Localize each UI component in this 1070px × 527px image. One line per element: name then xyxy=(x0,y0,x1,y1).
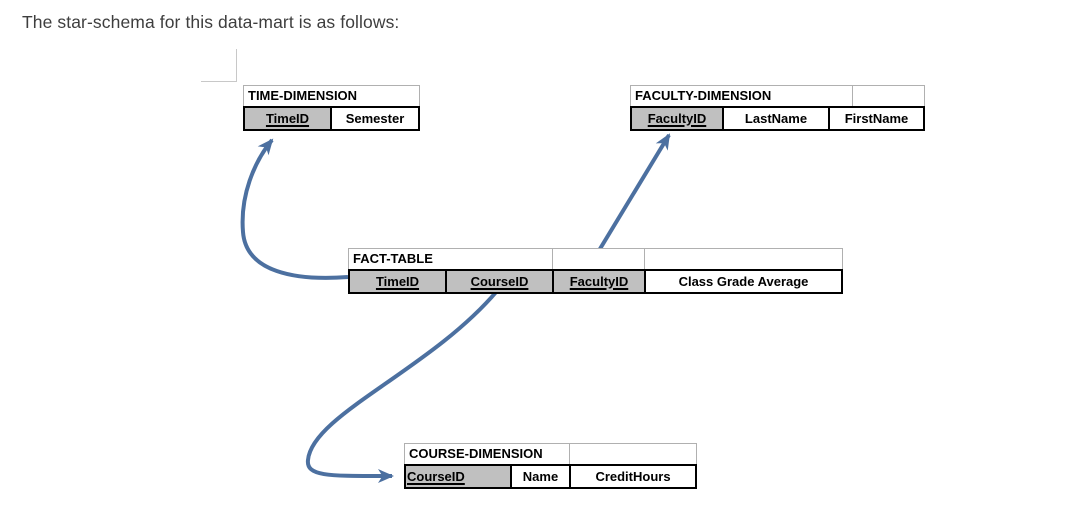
empty-cell xyxy=(570,443,697,464)
column-lastname: LastName xyxy=(722,108,828,129)
column-class-grade-average: Class Grade Average xyxy=(644,271,841,292)
table-attribute-row: TimeID CourseID FacultyID Class Grade Av… xyxy=(348,269,843,294)
column-courseid: CourseID xyxy=(445,271,552,292)
table-attribute-row: CourseID Name CreditHours xyxy=(404,464,697,489)
table-title-row: TIME-DIMENSION xyxy=(243,85,420,106)
empty-cell xyxy=(553,248,645,269)
table-title-row: COURSE-DIMENSION xyxy=(404,443,697,464)
column-firstname: FirstName xyxy=(828,108,923,129)
table-attribute-row: FacultyID LastName FirstName xyxy=(630,106,925,131)
fact-table: FACT-TABLE TimeID CourseID FacultyID Cla… xyxy=(348,248,843,294)
table-title: TIME-DIMENSION xyxy=(243,85,420,106)
table-title: COURSE-DIMENSION xyxy=(404,443,570,464)
table-attribute-row: TimeID Semester xyxy=(243,106,420,131)
column-facultyid: FacultyID xyxy=(632,108,722,129)
column-courseid: CourseID xyxy=(406,466,510,487)
table-title-row: FACT-TABLE xyxy=(348,248,843,269)
column-timeid: TimeID xyxy=(350,271,445,292)
column-facultyid: FacultyID xyxy=(552,271,644,292)
table-title-row: FACULTY-DIMENSION xyxy=(630,85,925,106)
table-title: FACULTY-DIMENSION xyxy=(630,85,853,106)
column-timeid: TimeID xyxy=(245,108,330,129)
time-dimension-table: TIME-DIMENSION TimeID Semester xyxy=(243,85,420,131)
faculty-dimension-table: FACULTY-DIMENSION FacultyID LastName Fir… xyxy=(630,85,925,131)
page-heading: The star-schema for this data-mart is as… xyxy=(22,12,400,32)
empty-cell xyxy=(853,85,925,106)
column-credithours: CreditHours xyxy=(569,466,695,487)
column-semester: Semester xyxy=(330,108,418,129)
column-name: Name xyxy=(510,466,569,487)
arrow-fact-to-time-dimension xyxy=(240,138,349,280)
course-dimension-table: COURSE-DIMENSION CourseID Name CreditHou… xyxy=(404,443,697,489)
table-corner-mark-vertical xyxy=(236,49,237,82)
table-title: FACT-TABLE xyxy=(348,248,553,269)
table-corner-mark-horizontal xyxy=(201,81,237,82)
empty-cell xyxy=(645,248,843,269)
